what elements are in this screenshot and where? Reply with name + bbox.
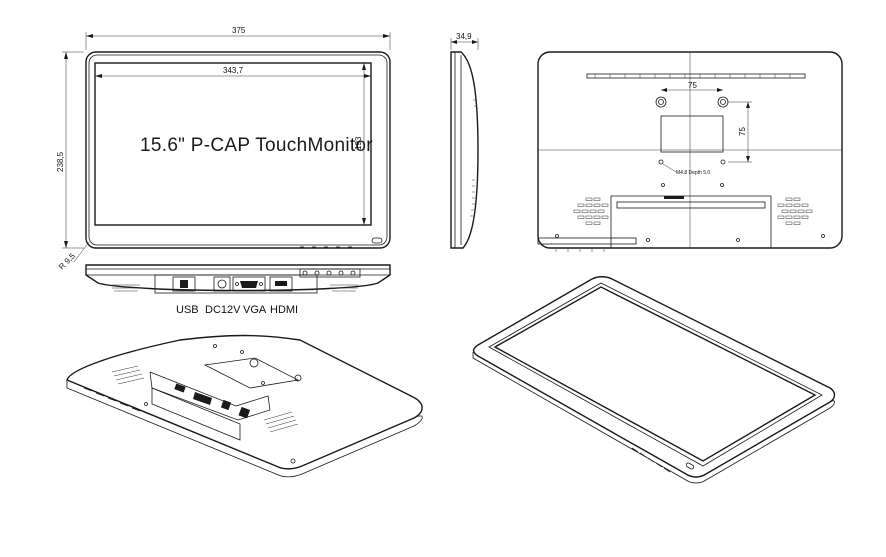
touch-logo-mark: [371, 237, 383, 244]
vga-port-frame: [232, 276, 266, 292]
front-height-label: 238,5: [56, 151, 65, 172]
dimension-vesa-horizontal: 75: [661, 81, 723, 92]
product-label: 15.6" P-CAP TouchMonitor: [140, 135, 373, 156]
dimension-depth: 34,9: [450, 32, 479, 50]
depth-label: 34,9: [456, 32, 472, 41]
screen-height-label: 193: [354, 136, 363, 150]
back-view: 75 75 M4.8 Depth 5.0: [537, 51, 843, 252]
bottom-speaker-right: [330, 284, 358, 292]
dimension-front-width: 375: [85, 26, 391, 50]
port-label-hdmi: HDMI: [270, 304, 298, 316]
front-bezel-outline: [85, 51, 391, 249]
side-outline: [450, 51, 479, 249]
iso-port-bay: [149, 371, 271, 421]
usb-port: [180, 280, 188, 288]
screen-width-label: 343,7: [223, 66, 244, 75]
iso-front-buttons: [631, 447, 671, 473]
front-width-label: 375: [232, 26, 246, 35]
hdmi-port-frame: [269, 276, 293, 292]
dc-port-frame: [213, 276, 231, 292]
iso-speaker-left: [111, 365, 145, 385]
iso-front-screen: [493, 286, 817, 462]
vesa-v-label: 75: [738, 127, 747, 136]
isometric-front-view: [472, 276, 836, 484]
front-bezel-inner: [88, 54, 388, 246]
isometric-back-view: [66, 334, 423, 478]
front-screen-area: [94, 62, 372, 226]
back-speaker-left: [573, 197, 609, 225]
iso-back-edge: [66, 380, 423, 478]
dimension-front-height: 238,5: [56, 51, 84, 249]
front-buttons: [300, 237, 383, 248]
back-label-plate: [660, 115, 724, 153]
side-view: 34,9: [450, 32, 479, 249]
vesa-h-label: 75: [688, 81, 697, 90]
back-speaker-right: [777, 197, 813, 225]
bottom-speaker-left: [112, 284, 140, 292]
iso-front-edge: [472, 352, 835, 484]
bottom-outline: [85, 264, 391, 292]
front-view: 15.6" P-CAP TouchMonitor 375 343,7 238,5: [56, 26, 391, 271]
hdmi-port: [275, 281, 287, 286]
side-vent-marks: [470, 99, 477, 217]
usb-port-frame: [172, 276, 196, 292]
port-label-usb: USB: [176, 304, 199, 316]
dimension-corner-radius: R 9,5: [57, 241, 90, 271]
vga-port: [240, 281, 258, 288]
bottom-buttons: [299, 268, 361, 278]
bottom-view: USB DC12V VGA HDMI: [85, 264, 391, 316]
dimension-vesa-vertical: 75: [728, 101, 752, 163]
iso-back-outline: [66, 334, 423, 470]
dc-port: [217, 279, 227, 289]
back-port-bay: [610, 195, 772, 248]
screw-note: M4.8 Depth 5.0: [676, 170, 710, 176]
iso-label-plate: [203, 357, 300, 389]
vesa-holes: [655, 96, 729, 165]
port-label-dc12v: DC12V: [205, 304, 241, 316]
back-buttons: [555, 249, 605, 252]
port-label-vga: VGA: [243, 304, 267, 316]
iso-vga-port: [193, 392, 212, 405]
iso-speaker-right: [263, 411, 299, 433]
iso-side-buttons: [83, 387, 141, 412]
back-vent-strip: [586, 73, 806, 79]
dimension-screen-height: 193: [354, 63, 366, 225]
port-bay: [154, 274, 318, 294]
dimension-screen-width: 343,7: [95, 66, 371, 78]
